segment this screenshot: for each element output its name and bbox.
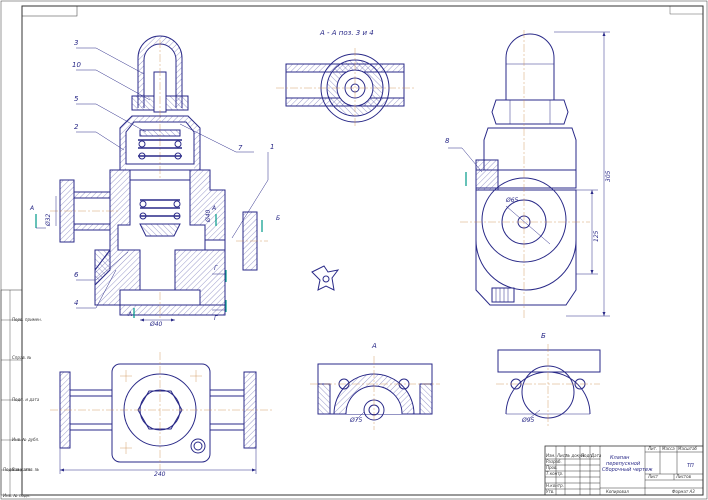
leader-label-6: 6 bbox=[74, 271, 79, 279]
view-mark-a-right: А bbox=[212, 205, 217, 212]
title-col-mass: Масса bbox=[662, 446, 675, 451]
leader-label-4: 4 bbox=[74, 299, 79, 307]
side-strip-ref: Справ. № bbox=[12, 355, 32, 360]
title-row-change: Изм. bbox=[546, 453, 556, 458]
title-format: Формат А3 bbox=[672, 489, 695, 494]
view-mark-g-bottom: Г bbox=[214, 315, 218, 322]
side-strip-sign-date-1: Подп. и дата bbox=[12, 397, 40, 402]
title-copied: Копировал bbox=[606, 489, 629, 494]
dimension-overall-width: 240 bbox=[154, 471, 166, 478]
view-mark-g-top: Г bbox=[214, 265, 218, 272]
view-mark-b: Б bbox=[276, 215, 281, 222]
dimension-height2: 125 bbox=[593, 230, 600, 242]
title-name-1: Клапан bbox=[610, 455, 630, 461]
title-role-tcontr: Т.контр. bbox=[546, 471, 564, 476]
detail-piece-view bbox=[311, 265, 340, 291]
title-role-ncontr: Н.контр. bbox=[546, 483, 564, 488]
leader-label-10: 10 bbox=[72, 61, 81, 69]
title-role-dev: Разраб. bbox=[546, 459, 562, 464]
side-strip-inv-dup: Инв. № дубл. bbox=[12, 437, 40, 442]
title-row-sheet: Лист bbox=[557, 453, 568, 458]
view-b-title: Б bbox=[541, 332, 546, 340]
side-strip-sign-date-2: Подп. и дата bbox=[3, 467, 31, 472]
title-row-doc: № докум. bbox=[566, 453, 586, 458]
view-a bbox=[310, 356, 440, 430]
view-a-title: А bbox=[372, 342, 377, 350]
dimension-height: 305 bbox=[605, 170, 612, 182]
leader-label-1: 1 bbox=[270, 143, 275, 151]
dimension-view-b-dia: Ø95 bbox=[522, 417, 535, 424]
view-mark-a-bottom: А bbox=[128, 311, 133, 318]
title-role-check: Пров. bbox=[546, 465, 558, 470]
section-aa-title: А - А поз. 3 и 4 bbox=[320, 29, 374, 37]
leader-label-5: 5 bbox=[74, 95, 79, 103]
leader-label-8: 8 bbox=[445, 137, 450, 145]
dimension-outlet: Ø40 bbox=[205, 209, 212, 222]
view-b bbox=[496, 344, 601, 426]
leader-lines bbox=[35, 47, 269, 322]
side-strip-replace-inv: Взам. инв. № bbox=[12, 467, 40, 472]
side-strip-inv-orig: Инв. № подл. bbox=[3, 493, 31, 498]
title-sheet-code: ТП bbox=[687, 463, 694, 469]
title-row-date: Дата bbox=[591, 453, 602, 458]
title-col-scale: Масштаб bbox=[678, 446, 698, 451]
plan-view bbox=[50, 352, 272, 474]
title-role-approve: Утв. bbox=[546, 489, 555, 494]
dimension-view-a-dia: Ø75 bbox=[350, 417, 363, 424]
section-aa-view bbox=[276, 48, 414, 128]
main-section-view bbox=[50, 35, 268, 320]
side-strip-first-use: Перв. примен. bbox=[12, 317, 43, 322]
title-sheets: Листов bbox=[676, 474, 691, 479]
title-name-3: Сборочный чертеж bbox=[602, 467, 653, 473]
dimension-side-dia: Ø65 bbox=[506, 197, 519, 204]
leader-label-3: 3 bbox=[74, 39, 79, 47]
title-name-2: перепускной bbox=[606, 461, 641, 467]
dimension-bottom: Ø40 bbox=[150, 321, 163, 328]
title-block bbox=[544, 445, 704, 496]
leader-label-7: 7 bbox=[238, 144, 243, 152]
leader-label-2: 2 bbox=[74, 123, 79, 131]
title-row-sign: Подп. bbox=[581, 453, 594, 458]
side-view bbox=[448, 30, 610, 318]
view-mark-a-left: А bbox=[30, 205, 35, 212]
title-col-lit: Лит. bbox=[648, 446, 658, 451]
dimension-inlet: Ø32 bbox=[45, 213, 52, 226]
title-sheet: Лист bbox=[648, 474, 659, 479]
